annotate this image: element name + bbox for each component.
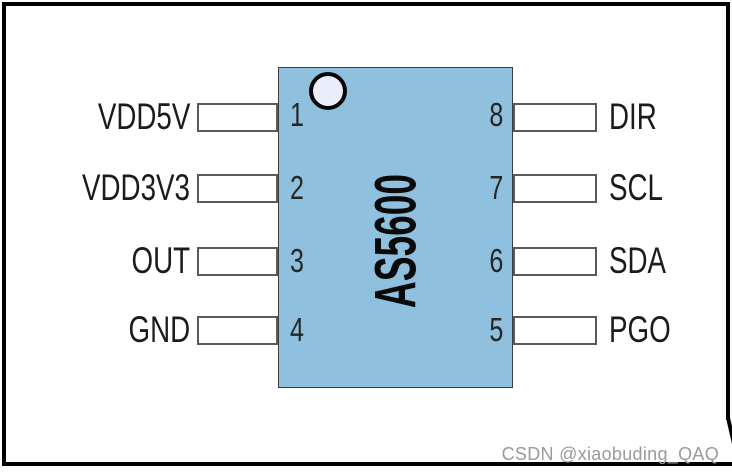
pin-label-out: OUT xyxy=(131,240,190,281)
outer-border xyxy=(2,2,730,466)
pin-number-5: 5 xyxy=(489,311,503,348)
pin-number-2: 2 xyxy=(290,169,304,206)
pin-lead-6 xyxy=(513,247,597,276)
pin-label-pgo: PGO xyxy=(609,309,671,350)
outer-border-bottom-extension xyxy=(726,462,732,466)
pin-label-vdd5v: VDD5V xyxy=(97,96,190,137)
pin-number-6: 6 xyxy=(489,242,503,279)
pin-number-7: 7 xyxy=(489,169,503,206)
pin-number-1: 1 xyxy=(290,96,304,133)
pin-lead-1 xyxy=(197,103,278,132)
pin-number-4: 4 xyxy=(290,311,304,348)
pin-label-sda: SDA xyxy=(609,240,667,281)
pin-lead-2 xyxy=(197,174,278,203)
chip-label: AS5600 xyxy=(363,173,428,309)
pin-number-8: 8 xyxy=(489,96,503,133)
pin1-marker-icon xyxy=(309,72,347,110)
pin-number-3: 3 xyxy=(290,242,304,279)
outer-border-gap xyxy=(725,420,732,462)
chip-body: AS5600 xyxy=(278,67,513,388)
pin-label-scl: SCL xyxy=(609,167,663,208)
pin-lead-5 xyxy=(513,316,597,345)
pin-lead-7 xyxy=(513,174,597,203)
watermark: CSDN @xiaobuding_QAQ xyxy=(501,444,719,464)
pin-lead-3 xyxy=(197,247,278,276)
pin-lead-8 xyxy=(513,103,597,132)
pin-label-dir: DIR xyxy=(609,96,657,137)
pin-lead-4 xyxy=(197,316,278,345)
pin-label-gnd: GND xyxy=(128,309,190,350)
pin-label-vdd3v3: VDD3V3 xyxy=(82,167,190,208)
